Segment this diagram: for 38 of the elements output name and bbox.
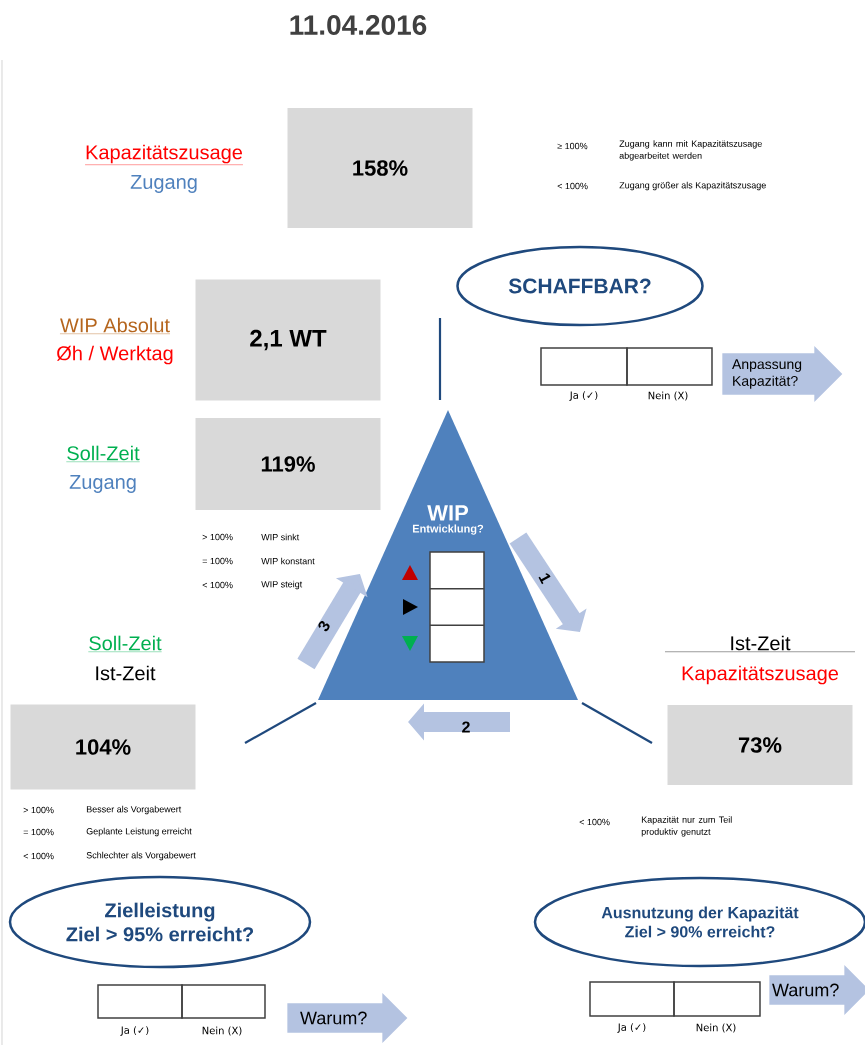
value-box: 2,1 WT: [195, 279, 381, 401]
note: WIP sinkt: [261, 533, 300, 541]
checkbox-label: Nein (X): [648, 391, 688, 401]
heading: Kapazitätszusage: [682, 665, 838, 685]
note: = 100%: [23, 828, 54, 836]
heading: Zugang: [69, 475, 136, 493]
note: > 100%: [202, 533, 233, 541]
heading: Zugang: [130, 175, 197, 193]
note: ≥ 100%: [557, 142, 588, 150]
value-box: 119%: [195, 418, 381, 510]
heading: Ist-Zeit: [96, 665, 156, 681]
heading: Soll-Zeit: [66, 445, 140, 462]
value-box: 104%: [10, 704, 196, 790]
heading: Soll-Zeit: [88, 635, 162, 652]
checkbox-label: Nein (X): [696, 1023, 736, 1033]
value-box: 158%: [287, 108, 473, 228]
checkbox-label: Nein (X): [202, 1026, 242, 1036]
note: < 100%: [579, 818, 610, 826]
note: > 100%: [23, 806, 54, 814]
note: Kapazität nur zum Teil produktiv genutzt: [641, 816, 732, 837]
title: 11.04.2016: [290, 15, 427, 35]
note: < 100%: [202, 581, 233, 589]
note: Besser als Vorgabewert: [86, 805, 182, 815]
note: Zugang kann mit Kapazitätszusage abgearbeitet werden: [619, 140, 762, 161]
note: Geplante Leistung erreicht: [86, 827, 192, 837]
note: < 100%: [23, 852, 54, 860]
heading: Kapazitätszusage: [84, 144, 244, 165]
heading: Øh / Werktag: [56, 345, 173, 365]
heading: Ist-Zeit: [664, 635, 856, 652]
checkbox-label: Ja (✓): [617, 1023, 646, 1033]
note: = 100%: [202, 557, 233, 565]
value-box: 73%: [667, 705, 853, 785]
note: < 100%: [557, 182, 588, 190]
note: Zugang größer als Kapazitätszusage: [619, 181, 766, 191]
checkbox-label: Ja (✓): [120, 1026, 149, 1036]
note: Schlechter als Vorgabewert: [86, 851, 196, 861]
heading: WIP Absolut: [59, 317, 171, 334]
checkbox-label: Ja (✓): [569, 391, 598, 401]
